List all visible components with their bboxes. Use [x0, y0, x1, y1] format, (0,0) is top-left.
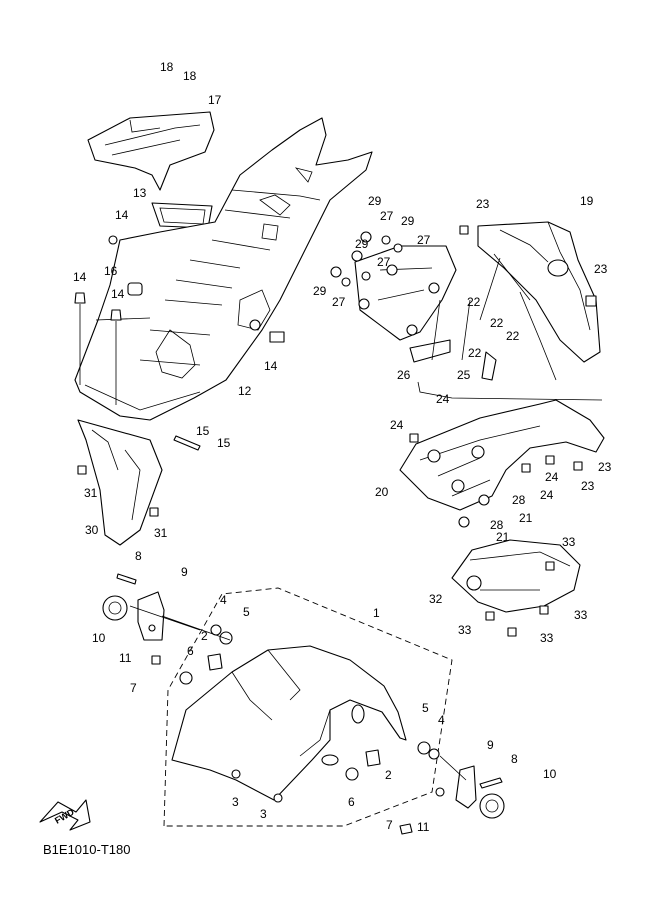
callout-9: 9 [487, 738, 494, 752]
callout-8: 8 [511, 752, 518, 766]
callout-23: 23 [594, 262, 608, 276]
callout-23: 23 [598, 460, 612, 474]
callout-24: 24 [545, 470, 559, 484]
callout-16: 16 [104, 264, 118, 278]
callout-27: 27 [332, 295, 346, 309]
callout-6: 6 [348, 795, 355, 809]
callout-14: 14 [111, 287, 125, 301]
callout-12: 12 [238, 384, 252, 398]
callout-10: 10 [543, 767, 557, 781]
callout-27: 27 [417, 233, 431, 247]
callout-9: 9 [181, 565, 188, 579]
callout-13: 13 [133, 186, 147, 200]
callout-21: 21 [496, 530, 510, 544]
callout-25: 25 [457, 368, 471, 382]
fwd-arrow-icon: FWD [39, 799, 91, 831]
callout-29: 29 [368, 194, 382, 208]
tail-cowl-assembly [354, 221, 601, 381]
callout-24: 24 [540, 488, 554, 502]
callout-1: 1 [373, 606, 380, 620]
callout-28: 28 [512, 493, 526, 507]
callout-33: 33 [562, 535, 576, 549]
callout-27: 27 [377, 255, 391, 269]
callout-18: 18 [160, 60, 174, 74]
callout-32: 32 [429, 592, 443, 606]
callout-19: 19 [580, 194, 594, 208]
callout-33: 33 [574, 608, 588, 622]
callout-5: 5 [243, 605, 250, 619]
callout-4: 4 [438, 713, 445, 727]
callout-15: 15 [196, 424, 210, 438]
callout-6: 6 [187, 644, 194, 658]
front-fender-assembly [163, 587, 453, 827]
callout-11: 11 [119, 651, 132, 665]
rear-fender-assembly [74, 111, 373, 421]
callout-23: 23 [581, 479, 595, 493]
callout-11: 11 [417, 820, 430, 834]
callout-29: 29 [355, 237, 369, 251]
callout-33: 33 [458, 623, 472, 637]
callout-7: 7 [130, 681, 137, 695]
callout-23: 23 [476, 197, 490, 211]
diagram-code: B1E1010-T180 [43, 842, 131, 857]
callout-2: 2 [385, 768, 392, 782]
callout-8: 8 [135, 549, 142, 563]
callout-4: 4 [220, 593, 227, 607]
callout-15: 15 [217, 436, 231, 450]
callout-24: 24 [436, 392, 450, 406]
callout-22: 22 [506, 329, 520, 343]
callout-33: 33 [540, 631, 554, 645]
callout-21: 21 [519, 511, 533, 525]
callout-24: 24 [390, 418, 404, 432]
left-hardware [74, 235, 285, 405]
callout-22: 22 [468, 346, 482, 360]
callout-3: 3 [232, 795, 239, 809]
callout-22: 22 [467, 295, 481, 309]
callout-28: 28 [490, 518, 504, 532]
callout-22: 22 [490, 316, 504, 330]
callout-29: 29 [313, 284, 327, 298]
callout-31: 31 [84, 486, 98, 500]
rear-flap [77, 419, 201, 546]
callout-7: 7 [386, 818, 393, 832]
callout-26: 26 [397, 368, 411, 382]
grommets [330, 225, 597, 307]
callout-14: 14 [73, 270, 87, 284]
callout-3: 3 [260, 807, 267, 821]
callout-27: 27 [380, 209, 394, 223]
callout-17: 17 [208, 93, 222, 107]
fender-hardware [102, 573, 505, 835]
callout-14: 14 [264, 359, 278, 373]
callout-18: 18 [183, 69, 197, 83]
callout-20: 20 [375, 485, 389, 499]
tail-lower-cover [451, 539, 581, 637]
callout-5: 5 [422, 701, 429, 715]
callout-2: 2 [201, 629, 208, 643]
callout-30: 30 [85, 523, 99, 537]
callout-31: 31 [154, 526, 168, 540]
callout-10: 10 [92, 631, 106, 645]
seat-frame [399, 399, 605, 528]
callout-14: 14 [115, 208, 129, 222]
callout-29: 29 [401, 214, 415, 228]
